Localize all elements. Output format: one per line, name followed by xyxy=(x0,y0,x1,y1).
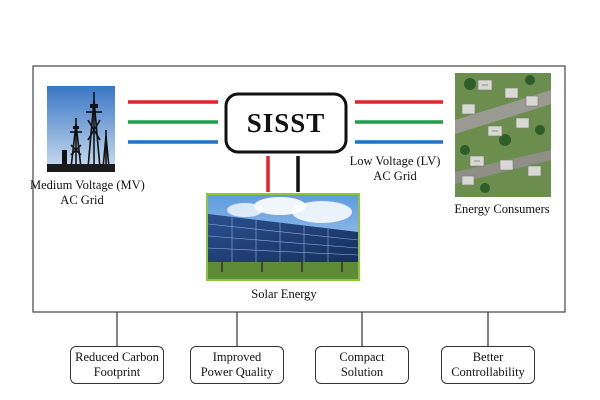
solar-energy-label: Solar Energy xyxy=(251,287,317,301)
benefit-4-line-1: Better xyxy=(472,350,504,364)
benefit-compact-solution: Compact Solution xyxy=(315,346,409,384)
lv-ac-lines xyxy=(355,100,443,144)
benefit-connectors xyxy=(116,312,489,346)
benefit-3-line-1: Compact xyxy=(339,350,385,364)
benefit-2-line-2: Power Quality xyxy=(200,365,274,379)
mv-grid-label-line-1: Medium Voltage (MV) xyxy=(30,178,145,192)
solar-panel-photo xyxy=(206,193,360,281)
mv-grid-label: Medium Voltage (MV) AC Grid xyxy=(30,178,145,208)
benefit-3-line-2: Solution xyxy=(340,365,384,379)
benefit-2-line-1: Improved xyxy=(212,350,262,364)
mv-grid-label-line-2: AC Grid xyxy=(60,193,104,207)
benefit-1-line-1: Reduced Carbon xyxy=(75,350,159,364)
benefit-better-controllability: Better Controllability xyxy=(441,346,535,384)
sisst-box xyxy=(224,92,348,154)
lv-grid-label-line-1: Low Voltage (LV) xyxy=(349,154,441,168)
lv-grid-label: Low Voltage (LV) AC Grid xyxy=(340,154,450,184)
benefit-reduced-carbon-footprint: Reduced Carbon Footprint xyxy=(70,346,164,384)
benefit-improved-power-quality: Improved Power Quality xyxy=(190,346,284,384)
benefit-4-line-2: Controllability xyxy=(451,365,525,379)
benefit-1-line-2: Footprint xyxy=(93,365,141,379)
dc-lines xyxy=(266,156,300,192)
transmission-tower-photo xyxy=(47,86,115,172)
lv-grid-label-line-2: AC Grid xyxy=(373,169,417,183)
mv-ac-lines xyxy=(128,100,218,144)
sisst-label: SISST xyxy=(246,107,326,138)
system-boundary xyxy=(32,65,566,313)
houses-aerial-photo xyxy=(455,73,551,197)
energy-consumers-label: Energy Consumers xyxy=(454,202,550,216)
